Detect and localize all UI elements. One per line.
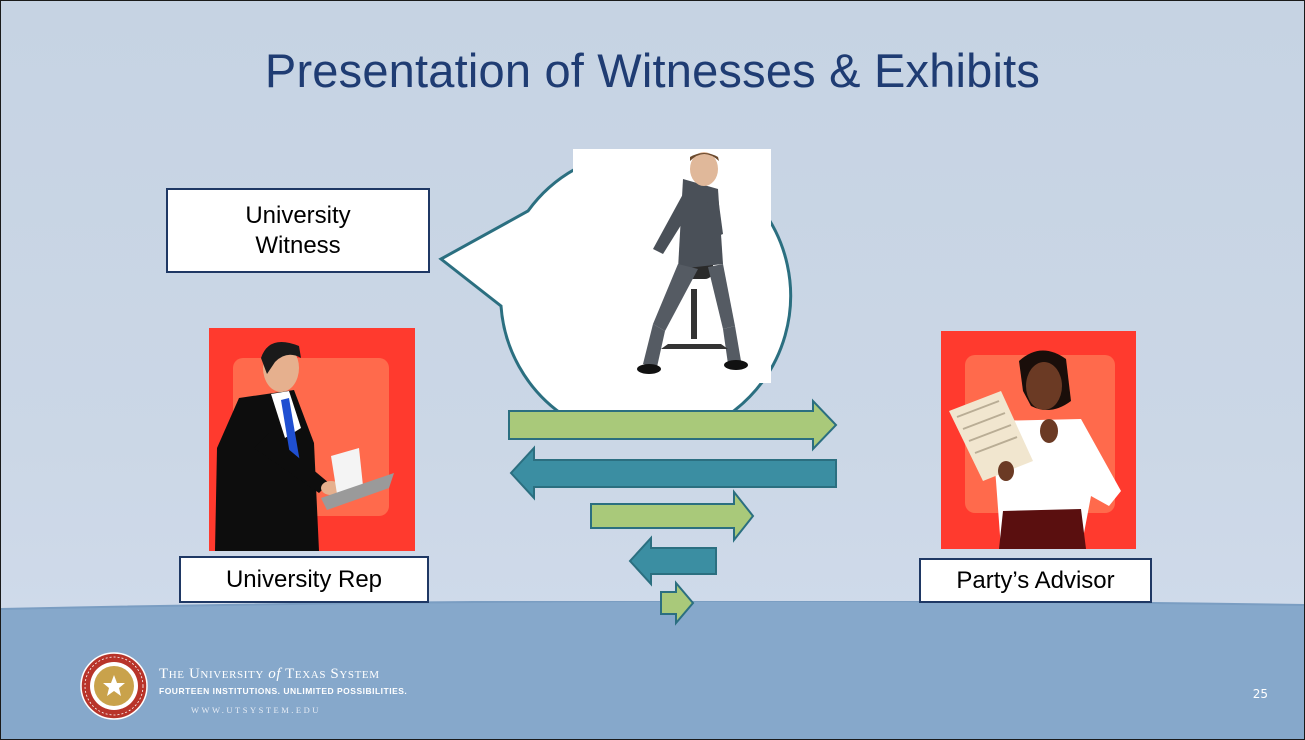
party-advisor-photo [941, 331, 1136, 549]
arrow-left-icon [628, 535, 717, 587]
university-rep-label: University Rep [179, 556, 429, 603]
institution-website: WWW.UTSYSTEM.EDU [191, 705, 321, 715]
arrow-right-icon [660, 580, 695, 626]
slide-title: Presentation of Witnesses & Exhibits [264, 44, 1041, 97]
party-advisor-text: Party’s Advisor [956, 566, 1115, 594]
page-number: 25 [1252, 687, 1268, 701]
party-advisor-label: Party’s Advisor [919, 558, 1152, 603]
arrow-left-icon [509, 445, 837, 501]
ut-seal-icon [80, 652, 148, 720]
arrow-right-icon [508, 398, 838, 452]
exchange-arrows [508, 398, 838, 626]
university-rep-text: University Rep [225, 565, 383, 593]
arrow-right-icon [590, 489, 755, 543]
university-witness-text: University Witness [245, 201, 351, 259]
institution-name: The University of Texas System [159, 666, 380, 682]
witness-photo [573, 149, 771, 383]
university-witness-label: University Witness [166, 188, 430, 273]
university-rep-photo [209, 328, 415, 551]
footer-branding: The University of Texas System FOURTEEN … [159, 666, 407, 715]
institution-tagline: FOURTEEN INSTITUTIONS. UNLIMITED POSSIBI… [159, 686, 408, 696]
